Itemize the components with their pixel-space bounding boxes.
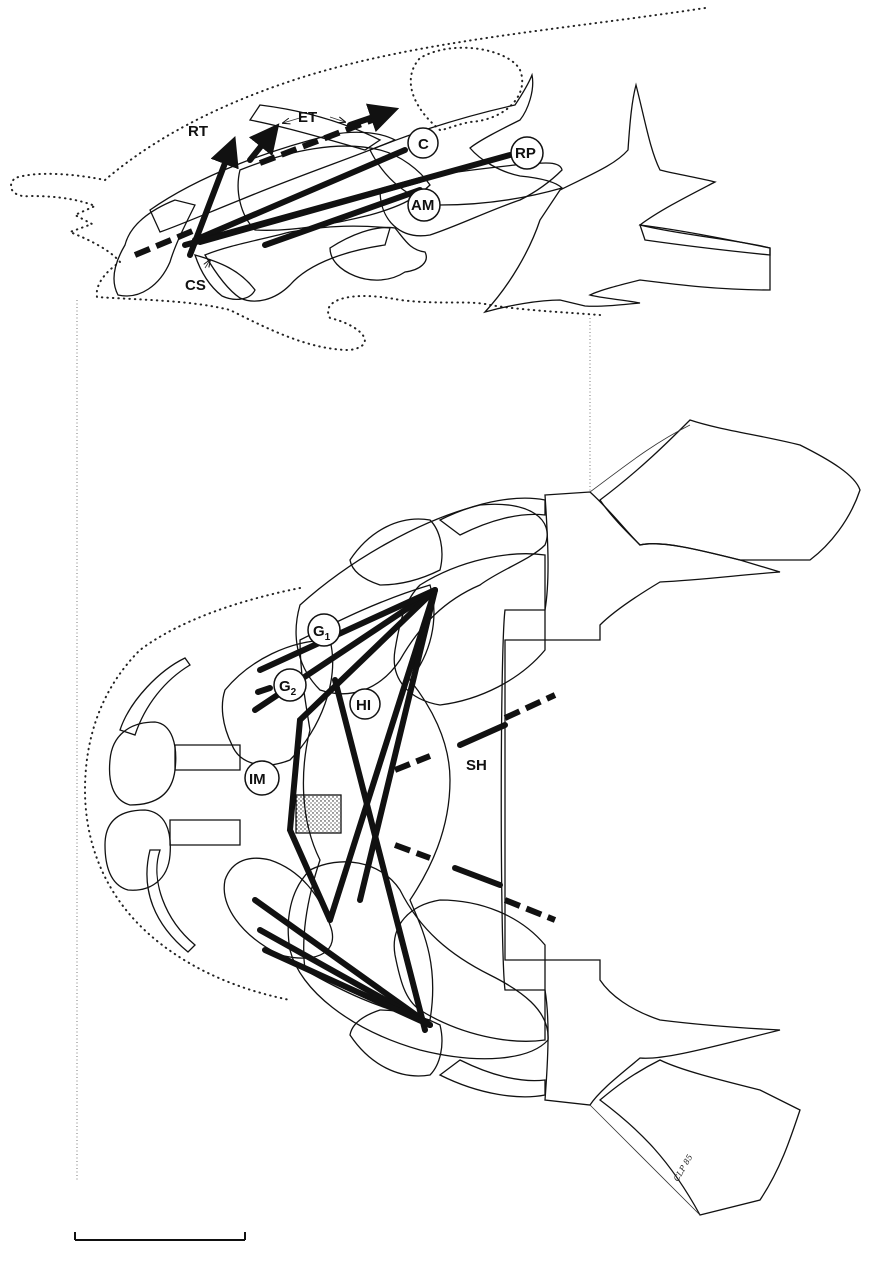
label-c: C bbox=[418, 136, 429, 153]
lateral-dentary bbox=[205, 226, 390, 301]
sh-muscle-upper-end bbox=[505, 695, 555, 718]
lateral-adductor-mandibulae bbox=[380, 163, 562, 236]
ventral-premaxilla-upper bbox=[110, 722, 176, 805]
artist-signature: CLP 85 bbox=[672, 1153, 695, 1183]
label-hi: HI bbox=[356, 697, 371, 714]
ventral-cleithrum bbox=[501, 492, 780, 1105]
ventral-barbel-upper bbox=[120, 658, 190, 735]
ventral-maxilla-bar-upper bbox=[175, 745, 240, 770]
label-et: ET bbox=[298, 109, 317, 126]
sh-muscle-upper bbox=[460, 725, 505, 745]
ventral-maxilla-bar-lower bbox=[170, 820, 240, 845]
lateral-maxilla bbox=[150, 132, 395, 232]
ventral-view: G1 G2 HI IM SH CLP 85 bbox=[85, 420, 860, 1215]
scale-bar bbox=[75, 1232, 245, 1240]
label-am: AM bbox=[411, 197, 434, 214]
lateral-head-outline bbox=[11, 8, 705, 350]
label-rt: RT bbox=[188, 123, 208, 140]
label-sh: SH bbox=[466, 757, 487, 774]
ventral-pectoral-rays-lower bbox=[600, 1060, 800, 1215]
g1-muscle-3 bbox=[258, 688, 270, 692]
label-rp: RP bbox=[515, 145, 536, 162]
sh-muscle-upper-dash bbox=[395, 756, 430, 770]
g1-muscle-2 bbox=[260, 590, 435, 670]
lateral-view: RT ET C RP AM CS bbox=[11, 8, 770, 350]
lateral-premaxilla bbox=[114, 200, 195, 296]
cs-arrow bbox=[205, 260, 210, 268]
sh-muscle-lower-end bbox=[505, 900, 555, 920]
sh-muscle-lower-dash bbox=[395, 845, 430, 858]
ventral-pectoral-rays-upper bbox=[600, 420, 860, 560]
label-im: IM bbox=[249, 771, 266, 788]
ventral-ceratohyal-upper bbox=[394, 554, 545, 705]
ventral-dash-band-lower bbox=[440, 1060, 545, 1097]
label-cs: CS bbox=[185, 277, 206, 294]
ventral-tip-upper bbox=[350, 519, 442, 585]
lateral-pectoral-spine bbox=[485, 85, 770, 312]
ventral-im-box bbox=[296, 795, 341, 833]
ventral-barbel-lower bbox=[147, 850, 195, 952]
sh-muscle-lower bbox=[455, 868, 500, 885]
